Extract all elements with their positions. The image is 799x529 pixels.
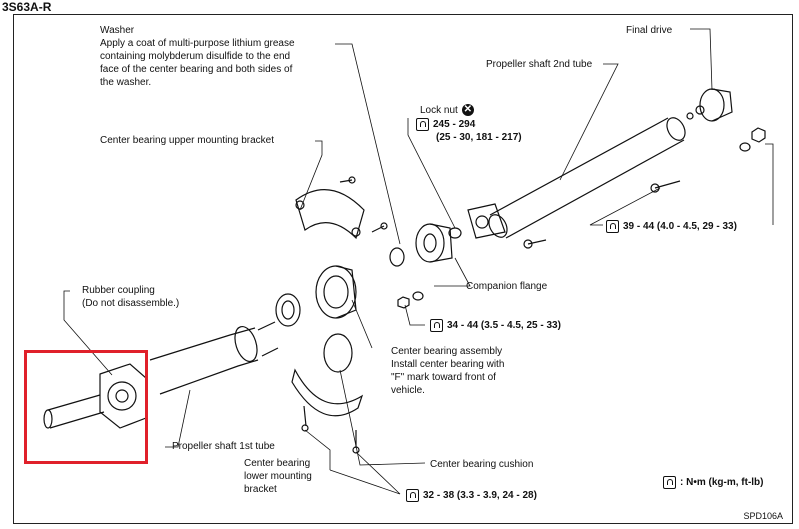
diagram-id: 3S63A-R [2, 0, 52, 14]
rubber-coupling [43, 363, 147, 429]
lock-nut-torque-units: (25 - 30, 181 - 217) [436, 132, 522, 143]
lock-nut-label-group: Lock nut ✕ [420, 104, 474, 116]
upper-bracket [295, 176, 388, 240]
do-not-reuse-icon: ✕ [461, 104, 474, 116]
final-drive-flange [686, 88, 733, 122]
diagram-frame [13, 14, 793, 524]
propeller-shaft-2nd-tube [467, 117, 686, 239]
propeller-shaft-1st-tube [149, 293, 301, 395]
lower-bracket-torque-value: 32 - 38 (3.3 - 3.9, 24 - 28) [423, 490, 537, 501]
companion-torque: 34 - 44 (3.5 - 4.5, 25 - 33) [430, 319, 561, 332]
center-bearing [315, 265, 357, 319]
torque-wrench-icon [430, 319, 443, 332]
washer-part [389, 247, 405, 267]
torque-wrench-icon [663, 476, 676, 489]
propeller-shaft-1st-tube-label: Propeller shaft 1st tube [172, 441, 275, 452]
lock-nut-torque-alt: (25 - 30, 181 - 217) [436, 132, 522, 143]
lower-bracket-torque: 32 - 38 (3.3 - 3.9, 24 - 28) [406, 489, 537, 502]
torque-wrench-icon [606, 220, 619, 233]
final-drive-label: Final drive [626, 25, 673, 36]
cushion-part [323, 333, 353, 373]
companion-fasteners [397, 239, 547, 309]
center-bearing-assembly-label: Center bearing assembly Install center b… [391, 346, 505, 396]
washer-label: Washer Apply a coat of multi-purpose lit… [100, 25, 295, 88]
lock-nut-label: Lock nut [420, 104, 458, 116]
torque-wrench-icon [406, 489, 419, 502]
center-bearing-upper-bracket-label: Center bearing upper mounting bracket [100, 135, 274, 146]
lock-nut-torque: 245 - 294 [416, 118, 475, 131]
propeller-shaft-2nd-tube-label: Propeller shaft 2nd tube [486, 59, 593, 70]
torque-units-legend: : N•m (kg-m, ft-lb) [663, 476, 764, 489]
companion-flange [415, 223, 462, 263]
rubber-coupling-highlight [24, 350, 148, 464]
companion-torque-value: 34 - 44 (3.5 - 4.5, 25 - 33) [447, 320, 561, 331]
final-drive-torque: 39 - 44 (4.0 - 4.5, 29 - 33) [606, 220, 737, 233]
figure-code: SPD106A [743, 511, 783, 521]
center-bearing-lower-bracket-label: Center bearing lower mounting bracket [244, 458, 312, 495]
leader-lines [63, 28, 774, 495]
rubber-coupling-label: Rubber coupling (Do not disassemble.) [82, 285, 180, 309]
lower-bracket [291, 368, 364, 454]
companion-flange-label: Companion flange [466, 281, 548, 292]
final-drive-torque-value: 39 - 44 (4.0 - 4.5, 29 - 33) [623, 221, 737, 232]
center-bearing-cushion-label: Center bearing cushion [430, 459, 534, 470]
legend-units-text: : N•m (kg-m, ft-lb) [680, 477, 764, 488]
torque-wrench-icon [416, 118, 429, 131]
final-drive-fasteners [650, 127, 766, 193]
lock-nut-torque-value: 245 - 294 [433, 119, 476, 130]
